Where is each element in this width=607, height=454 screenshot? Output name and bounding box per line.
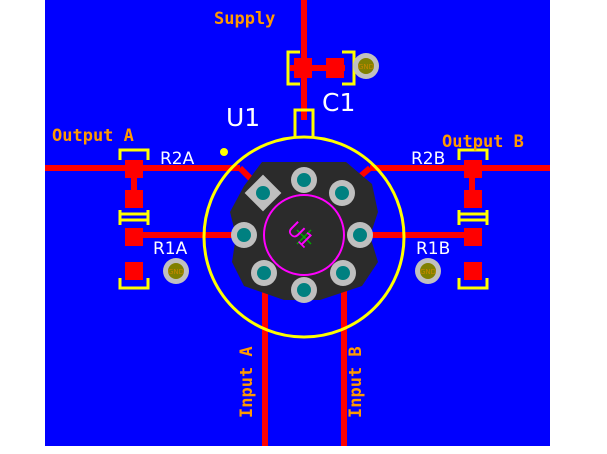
output-b-label: Output B [442, 132, 524, 152]
r1a-pad-1[interactable] [125, 228, 143, 246]
r1a-outline [118, 212, 150, 290]
u1-pin-1-hole [256, 186, 270, 200]
supply-label: Supply [214, 9, 275, 29]
u1-pin-5-hole [336, 266, 350, 280]
u1-center-cross-icon [296, 229, 312, 245]
u1-supply-tab [293, 108, 315, 137]
u1-pin-2-hole [237, 228, 251, 242]
gnd-via-r1b[interactable]: GND [415, 258, 441, 284]
u1-courtyard [263, 194, 345, 276]
r2b-pad-1[interactable] [464, 160, 482, 178]
gnd-via-label: GND [420, 268, 436, 276]
input-b-label: Input B [346, 346, 366, 418]
gnd-via-label: GND [168, 268, 184, 276]
gnd-via-core [420, 263, 436, 279]
r2a-pad-1[interactable] [125, 160, 143, 178]
r1b-pad-1[interactable] [464, 228, 482, 246]
u1-pin1-dot [220, 148, 228, 156]
r1b-designator: R1B [416, 239, 450, 259]
r1a-designator: R1A [153, 239, 188, 259]
u1-pin-8-hole [297, 173, 311, 187]
gnd-via-label: GND [358, 63, 374, 71]
r2b-designator: R2B [411, 149, 445, 169]
u1-pin-4-hole [297, 283, 311, 297]
r1b-outline [457, 212, 489, 290]
c1-pad-1[interactable] [294, 58, 312, 78]
u1-pins[interactable] [231, 167, 373, 303]
r2a-designator: R2A [160, 149, 195, 169]
c1-pad-2[interactable] [326, 58, 344, 78]
u1-pin-7-hole [335, 186, 349, 200]
r1a-pad-2[interactable] [125, 262, 143, 280]
r2a-pad-2[interactable] [125, 190, 143, 208]
u1-pin-3-hole [257, 266, 271, 280]
gnd-via-core [358, 58, 374, 74]
u1-outline [202, 135, 406, 339]
output-a-label: Output A [52, 126, 134, 146]
r1b-pad-2[interactable] [464, 262, 482, 280]
gnd-via-r1a[interactable]: GND [163, 258, 189, 284]
c1-designator: C1 [322, 88, 355, 117]
r2b-pad-2[interactable] [464, 190, 482, 208]
gnd-via-core [168, 263, 184, 279]
u1-designator: U1 [226, 103, 260, 132]
input-a-label: Input A [237, 346, 257, 418]
u1-pin-6-hole [353, 228, 367, 242]
silkscreen-outlines [118, 50, 489, 339]
gnd-via-c1[interactable]: GND [353, 53, 379, 79]
smd-pads[interactable] [125, 58, 482, 280]
